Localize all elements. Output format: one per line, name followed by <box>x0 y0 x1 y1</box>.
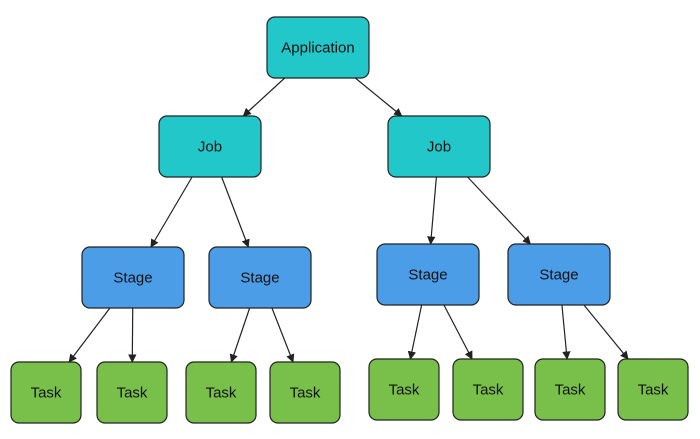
task-box <box>368 358 440 421</box>
edge-arrow <box>229 307 251 363</box>
job-label: Job <box>427 139 451 156</box>
stage-node-2: Stage <box>208 246 312 309</box>
task-box <box>269 361 341 424</box>
task-label: Task <box>389 382 420 399</box>
task-node-5: Task <box>368 358 440 421</box>
stage-label: Stage <box>113 270 152 287</box>
application-box <box>266 16 370 79</box>
edge-arrow <box>407 304 423 360</box>
task-node-2: Task <box>96 361 168 424</box>
job-node-right: Job <box>387 115 491 178</box>
edge-arrow <box>583 304 629 360</box>
task-node-3: Task <box>185 361 257 424</box>
task-label: Task <box>206 385 237 402</box>
edge-arrow <box>561 304 571 360</box>
job-node-left: Job <box>158 115 262 178</box>
job-box <box>158 115 262 178</box>
edge-arrow <box>427 176 437 245</box>
task-node-8: Task <box>617 358 689 421</box>
task-label: Task <box>31 385 62 402</box>
task-box <box>534 358 606 421</box>
task-node-1: Task <box>10 361 82 424</box>
task-node-4: Task <box>269 361 341 424</box>
edge-arrow <box>150 176 193 248</box>
edge-arrow <box>467 176 531 245</box>
stage-label: Stage <box>240 270 279 287</box>
task-label: Task <box>638 382 669 399</box>
edge-arrow <box>443 304 473 360</box>
stage-box <box>81 246 185 309</box>
application-node: Application <box>266 16 370 79</box>
task-label: Task <box>473 382 504 399</box>
edges <box>68 77 629 363</box>
task-box <box>10 361 82 424</box>
edge-arrow <box>271 307 295 363</box>
task-label: Task <box>290 385 321 402</box>
task-label: Task <box>117 385 148 402</box>
stage-node-1: Stage <box>81 246 185 309</box>
job-box <box>387 115 491 178</box>
task-node-6: Task <box>452 358 524 421</box>
stage-node-3: Stage <box>376 243 480 306</box>
job-label: Job <box>198 139 222 156</box>
nodes: Application Job Job Stage Stage Stage St… <box>10 16 689 424</box>
task-box <box>96 361 168 424</box>
task-node-7: Task <box>534 358 606 421</box>
task-box <box>452 358 524 421</box>
task-label: Task <box>555 382 586 399</box>
stage-label: Stage <box>539 267 578 284</box>
stage-box <box>208 246 312 309</box>
stage-node-4: Stage <box>507 243 611 306</box>
application-label: Application <box>281 40 354 57</box>
edge-arrow <box>68 307 111 363</box>
stage-box <box>507 243 611 306</box>
stage-label: Stage <box>408 267 447 284</box>
task-box <box>185 361 257 424</box>
stage-box <box>376 243 480 306</box>
edge-arrow <box>221 176 250 248</box>
edge-arrow <box>354 77 403 117</box>
task-box <box>617 358 689 421</box>
edge-arrow <box>242 77 286 117</box>
